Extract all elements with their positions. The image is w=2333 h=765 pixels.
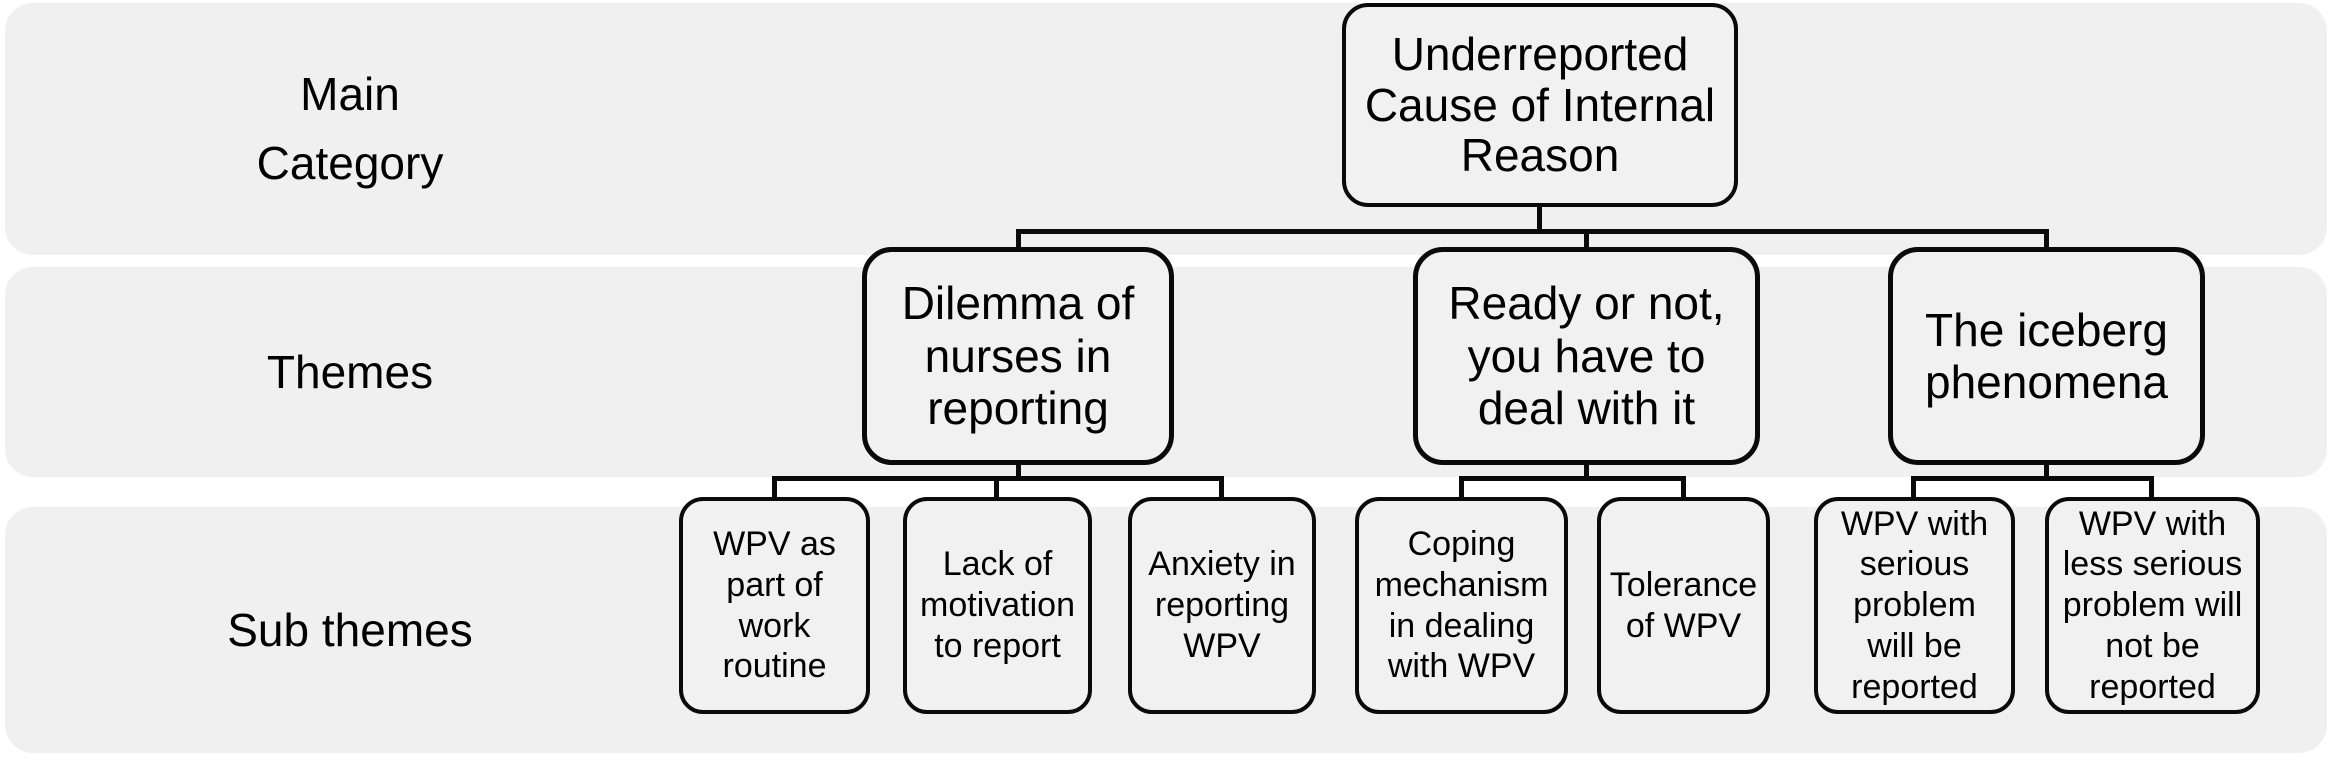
node-theme-ready-or-not-label: Ready or not, you have to deal with it (1448, 277, 1725, 435)
connector-theme-3-stem (2044, 462, 2049, 481)
node-sub-serious-reported-label: WPV with serious problem will be reporte… (1840, 504, 1989, 706)
node-theme-dilemma-label: Dilemma of nurses in reporting (901, 277, 1135, 435)
connector-themes-rail (1016, 229, 2049, 234)
node-sub-coping-mechanism-label: Coping mechanism in dealing with WPV (1374, 524, 1549, 686)
connector-main-stem (1537, 205, 1542, 233)
connector-drop-sub-3 (1219, 479, 1224, 499)
node-sub-anxiety-reporting: Anxiety in reporting WPV (1128, 497, 1316, 714)
connector-theme-2-stem (1584, 462, 1589, 481)
node-sub-wpv-work-routine: WPV as part of work routine (679, 497, 870, 714)
node-theme-ready-or-not: Ready or not, you have to deal with it (1413, 247, 1760, 465)
connector-drop-theme-2 (1584, 231, 1589, 249)
node-theme-iceberg-label: The iceberg phenomena (1925, 303, 2168, 408)
node-sub-serious-reported: WPV with serious problem will be reporte… (1814, 497, 2015, 714)
connector-theme-1-stem (1016, 462, 1021, 481)
connector-drop-sub-7 (2149, 479, 2154, 499)
node-sub-less-serious-not-reported: WPV with less serious problem will not b… (2045, 497, 2260, 714)
node-sub-tolerance-of-wpv: Tolerance of WPV (1597, 497, 1770, 714)
connector-drop-theme-1 (1016, 231, 1021, 249)
node-sub-tolerance-of-wpv-label: Tolerance of WPV (1609, 565, 1758, 645)
connector-theme-1-rail (772, 476, 1224, 481)
connector-theme-3-rail (1911, 476, 2154, 481)
row-label-themes: Themes (100, 267, 600, 477)
row-label-sub-themes: Sub themes (100, 507, 600, 753)
node-sub-lack-of-motivation-label: Lack of motivation to report (920, 545, 1075, 665)
node-main-category-label: Underreported Cause of Internal Reason (1364, 28, 1716, 182)
node-main-category: Underreported Cause of Internal Reason (1342, 3, 1738, 207)
node-sub-wpv-work-routine-label: WPV as part of work routine (713, 524, 836, 686)
node-theme-dilemma: Dilemma of nurses in reporting (862, 247, 1174, 465)
node-theme-iceberg: The iceberg phenomena (1888, 247, 2205, 465)
connector-drop-sub-6 (1911, 479, 1916, 499)
node-sub-coping-mechanism: Coping mechanism in dealing with WPV (1355, 497, 1568, 714)
row-label-sub-themes-text: Sub themes (227, 603, 473, 656)
row-label-main-category: Main Category (100, 3, 600, 255)
band-main-category (5, 3, 2327, 255)
connector-drop-theme-3 (2044, 231, 2049, 249)
row-label-main-category-text: Main Category (256, 68, 444, 189)
connector-theme-2-rail (1459, 476, 1686, 481)
row-label-themes-text: Themes (266, 345, 434, 398)
node-sub-anxiety-reporting-label: Anxiety in reporting WPV (1148, 545, 1296, 665)
node-sub-lack-of-motivation: Lack of motivation to report (903, 497, 1092, 714)
node-sub-less-serious-not-reported-label: WPV with less serious problem will not b… (2062, 504, 2243, 706)
connector-drop-sub-4 (1459, 479, 1464, 499)
connector-drop-sub-2 (994, 479, 999, 499)
connector-drop-sub-1 (772, 479, 777, 499)
connector-drop-sub-5 (1681, 479, 1686, 499)
